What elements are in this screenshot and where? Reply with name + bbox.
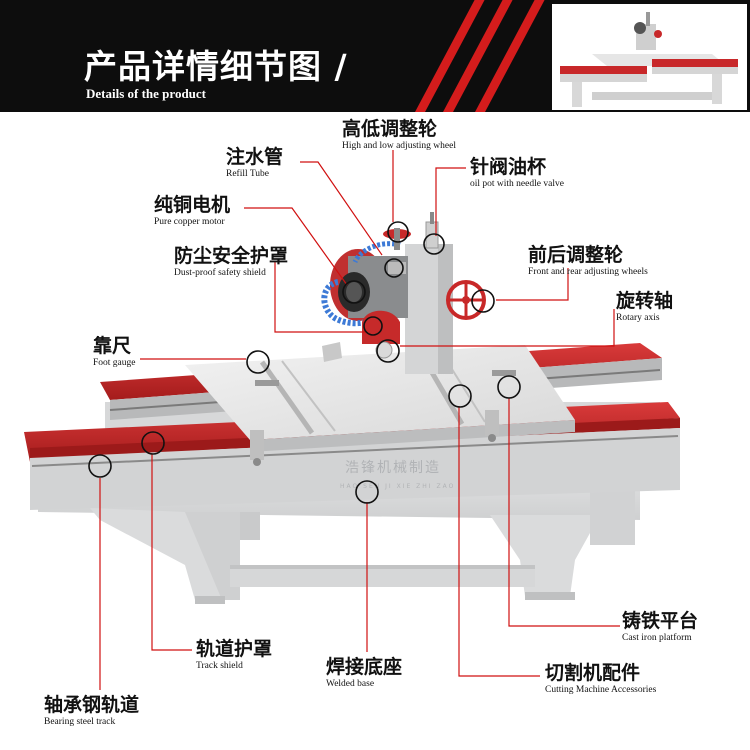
marker-circles [88, 221, 521, 504]
callout-en: Dust-proof safety shield [174, 268, 266, 278]
callout-track-shield: 轨道护罩 Track shield [196, 638, 272, 672]
platform [185, 345, 575, 466]
marker-front-rear-wheel [471, 289, 495, 313]
marker-rotary-axis [376, 339, 400, 363]
machine-illustration: 浩锋机械制造 HAO SEN JI XIE ZHI ZAO [24, 150, 680, 690]
callout-cn: 切割机配件 [545, 662, 641, 684]
watermark-text: 浩锋机械制造 [345, 460, 441, 476]
callout-rotary-axis: 旋转轴 Rotary axis [616, 290, 673, 324]
marker-copper-motor [342, 280, 366, 304]
marker-bearing-track [88, 454, 112, 478]
callout-cn: 纯铜电机 [154, 194, 231, 216]
callout-en: Pure copper motor [154, 217, 225, 227]
callout-en: Track shield [196, 661, 243, 671]
callout-cn: 铸铁平台 [622, 610, 699, 632]
marker-foot-gauge [246, 350, 270, 374]
callout-cn: 轴承钢轨道 [44, 694, 140, 716]
callout-en: Front and rear adjusting wheels [528, 267, 648, 277]
marker-safety-shield [363, 316, 383, 336]
callout-en: Refill Tube [226, 169, 270, 179]
marker-oil-pot [423, 233, 445, 255]
callout-foot-gauge: 靠尺 Foot gauge [93, 335, 135, 369]
callout-oil-pot: 针阀油杯 oil pot with needle valve [470, 156, 564, 190]
callout-cn: 高低调整轮 [342, 118, 438, 140]
marker-high-low-wheel [387, 221, 409, 243]
leader-safety-shield [274, 262, 366, 333]
callout-machine-accessories: 切割机配件 Cutting Machine Accessories [545, 662, 656, 696]
marker-welded-base [355, 480, 379, 504]
callout-en: Foot gauge [93, 358, 136, 368]
callout-en: Welded base [326, 679, 375, 689]
leader-track-shield [151, 454, 192, 651]
leader-copper-motor [244, 207, 348, 286]
callout-refill-tube: 注水管 Refill Tube [226, 146, 283, 180]
page-title: 产品详情细节图 / [84, 47, 348, 86]
callout-cn: 焊接底座 [326, 656, 403, 678]
marker-cast-iron-platform [497, 375, 521, 399]
callout-cn: 防尘安全护罩 [174, 245, 289, 267]
callout-cn: 靠尺 [93, 335, 132, 357]
callout-cn: 针阀油杯 [470, 156, 547, 178]
leader-front-rear-wheel [496, 268, 569, 301]
marker-track-shield [141, 431, 165, 455]
callout-welded-base: 焊接底座 Welded base [326, 656, 402, 690]
product-thumbnail [552, 4, 747, 110]
marker-refill-tube [384, 258, 404, 278]
callout-copper-motor: 纯铜电机 Pure copper motor [154, 194, 230, 228]
callout-en: Cutting Machine Accessories [545, 685, 657, 695]
callout-bearing-track: 轴承钢轨道 Bearing steel track [44, 694, 139, 728]
watermark-pinyin: HAO SEN JI XIE ZHI ZAO [340, 483, 455, 490]
callout-cn: 轨道护罩 [196, 638, 273, 660]
callout-front-rear-wheel: 前后调整轮 Front and rear adjusting wheels [528, 244, 648, 278]
callout-cast-iron-platform: 铸铁平台 Cast iron platform [622, 610, 698, 644]
callout-high-low-wheel: 高低调整轮 High and low adjusting wheel [342, 118, 456, 152]
callout-en: oil pot with needle valve [470, 179, 564, 189]
callout-leaders [99, 150, 620, 690]
leader-rotary-axis [400, 309, 615, 347]
callout-cn: 旋转轴 [616, 290, 674, 312]
callout-safety-shield: 防尘安全护罩 Dust-proof safety shield [174, 245, 288, 279]
callout-en: High and low adjusting wheel [342, 141, 456, 151]
cutting-head [321, 212, 486, 374]
callout-en: Cast iron platform [622, 633, 692, 643]
leader-cast-iron-platform [508, 398, 620, 627]
leader-machine-accessories [458, 406, 540, 677]
header-banner: 产品详情细节图 / Details of the product [0, 0, 750, 112]
leader-refill-tube [300, 161, 383, 256]
page-subtitle: Details of the product [86, 86, 207, 101]
callout-en: Rotary axis [616, 313, 660, 323]
callout-cn: 注水管 [226, 146, 284, 168]
leader-oil-pot [435, 167, 466, 236]
marker-machine-accessories [448, 384, 472, 408]
callout-cn: 前后调整轮 [528, 244, 624, 266]
callout-en: Bearing steel track [44, 717, 116, 727]
